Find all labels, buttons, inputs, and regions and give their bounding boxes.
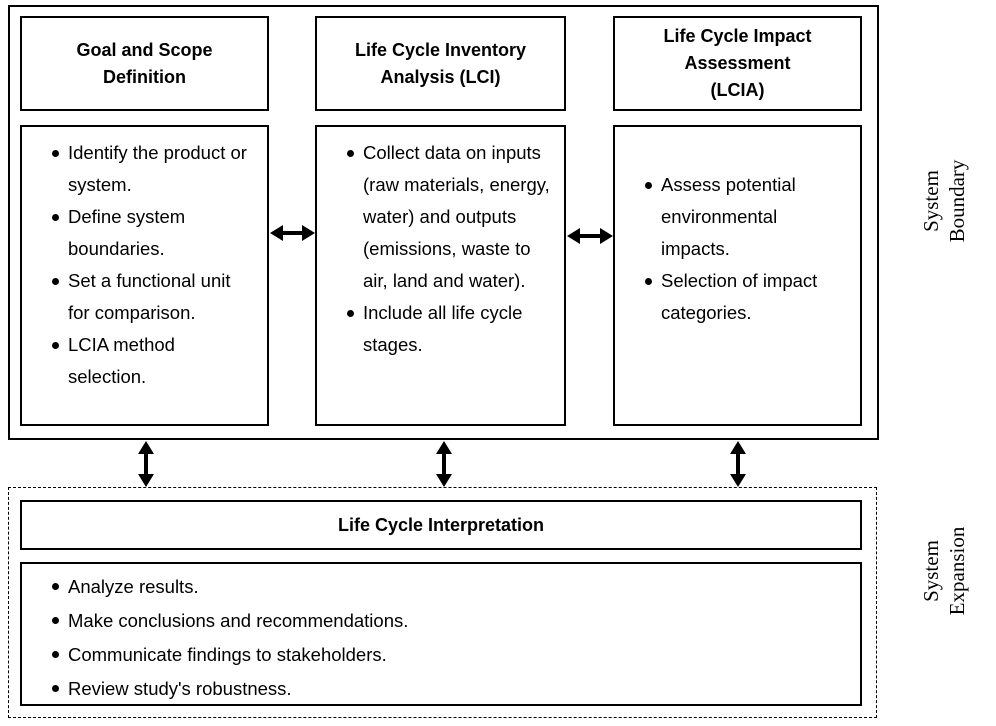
impact-title-box: Life Cycle Impact Assessment (LCIA) [613, 16, 862, 111]
inventory-content-box: Collect data on inputs (raw materials, e… [315, 125, 566, 426]
inventory-title-box: Life Cycle Inventory Analysis (LCI) [315, 16, 566, 111]
list-item: Communicate findings to stakeholders. [48, 638, 848, 672]
goal-inventory-double-arrow-icon [270, 225, 315, 241]
interpretation-content-box: Analyze results. Make conclusions and re… [20, 562, 862, 706]
interpretation-title-box: Life Cycle Interpretation [20, 500, 862, 550]
goal-scope-title-box: Goal and Scope Definition [20, 16, 269, 111]
inventory-title: Life Cycle Inventory Analysis (LCI) [354, 39, 527, 87]
impact-content-box: Assess potential environmental impacts. … [613, 125, 862, 426]
list-item: Selection of impact categories. [641, 265, 848, 329]
list-item: Set a functional unit for comparison. [48, 265, 253, 329]
inventory-list: Collect data on inputs (raw materials, e… [343, 137, 552, 361]
interpretation-title: Life Cycle Interpretation [337, 514, 545, 535]
impact-interpretation-double-arrow-icon [730, 441, 746, 487]
goal-scope-list: Identify the product or system. Define s… [48, 137, 253, 393]
goal-scope-title: Goal and Scope Definition [76, 39, 213, 87]
system-boundary-frame [8, 5, 879, 440]
list-item: Identify the product or system. [48, 137, 253, 201]
goal-interpretation-double-arrow-icon [138, 441, 154, 487]
list-item: Include all life cycle stages. [343, 297, 552, 361]
system-expansion-frame [8, 487, 877, 718]
list-item: Make conclusions and recommendations. [48, 604, 848, 638]
impact-title: Life Cycle Impact Assessment (LCIA) [663, 26, 812, 100]
list-item: Collect data on inputs (raw materials, e… [343, 137, 552, 297]
list-item: Analyze results. [48, 570, 848, 604]
interpretation-list: Analyze results. Make conclusions and re… [48, 570, 848, 706]
list-item: Define system boundaries. [48, 201, 253, 265]
system-expansion-label: System Expansion [919, 526, 969, 616]
list-item: LCIA method selection. [48, 329, 253, 393]
list-item: Assess potential environmental impacts. [641, 169, 848, 265]
goal-scope-content-box: Identify the product or system. Define s… [20, 125, 269, 426]
impact-list: Assess potential environmental impacts. … [641, 169, 848, 329]
inventory-interpretation-double-arrow-icon [436, 441, 452, 487]
inventory-impact-double-arrow-icon [567, 228, 613, 244]
system-boundary-label: System Boundary [919, 159, 969, 243]
list-item: Review study's robustness. [48, 672, 848, 706]
